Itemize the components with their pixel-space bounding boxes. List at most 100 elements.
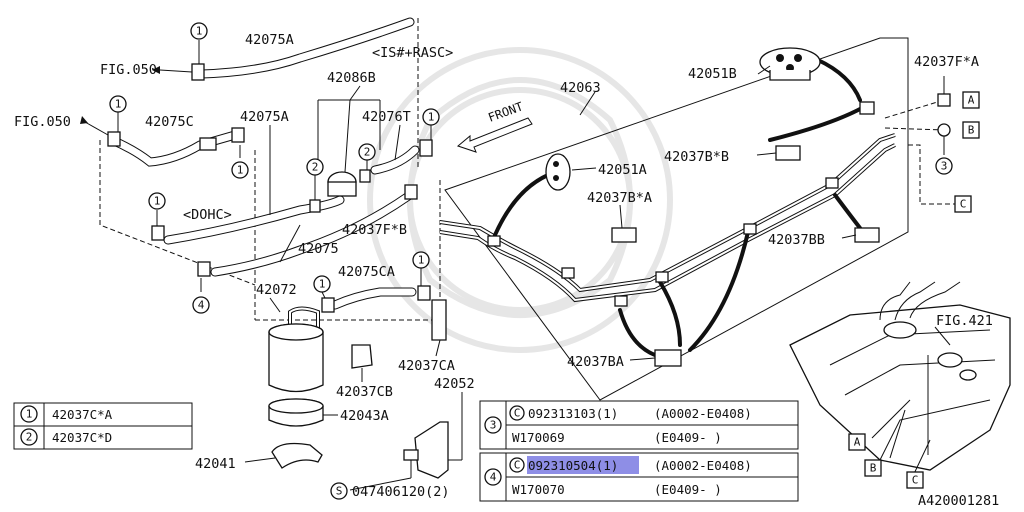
clamp [191,63,205,81]
label-is-rasc: <IS#+RASC> [372,45,453,61]
marker-1: 1 [115,98,122,111]
table-range: (A0002-E0408) [654,406,752,421]
fuel-tank-illustration [789,281,1011,479]
clip [825,177,839,189]
bracket-42052 [414,421,449,479]
clamp [359,169,371,183]
circle-markers: 1 1 1 1 4 2 2 1 1 1 3 S 047406120(2) [109,22,953,500]
clamp [417,285,431,301]
label-42075C[interactable]: 42075C [145,114,194,130]
label-fig050-left[interactable]: FIG.050 [14,114,71,130]
purge-valve-body [327,181,357,197]
label-42037FB[interactable]: 42037F*B [342,222,407,238]
box-letter-b: B [968,124,975,137]
marker-2: 2 [364,146,371,159]
label-42037CA[interactable]: 42037CA [398,358,455,374]
clamp [419,139,433,157]
front-arrow [456,117,533,153]
clamp [231,127,245,143]
clip [655,271,669,283]
marker-1: 1 [428,111,435,124]
table-code[interactable]: W170070 [512,482,565,497]
fuel-tank [789,304,1011,471]
table-prefix-c: C [514,459,521,472]
selection-highlight [527,456,639,474]
clip-42037BstarA [611,227,637,243]
clip-42037BstarB [775,145,801,161]
marker-2: 2 [312,161,319,174]
legend-part-1[interactable]: 42037C*A [52,407,113,422]
table-range: (E0409- ) [654,482,722,497]
filter-band [271,442,323,469]
clamp [197,261,211,277]
left-leader-lines [80,40,463,491]
clamp [151,225,165,241]
label-42075[interactable]: 42075 [298,241,339,257]
label-bolt[interactable]: 047406120(2) [352,484,450,500]
label-42037FstarA[interactable]: 42037F*A [914,54,979,70]
label-fig421[interactable]: FIG.421 [936,313,993,329]
label-42037BstarB[interactable]: 42037B*B [664,149,729,165]
label-42051A[interactable]: 42051A [598,162,647,178]
legend-part-2[interactable]: 42037C*D [52,430,112,445]
marker-1: 1 [154,195,161,208]
clamp-legend-table: 1 42037C*A 2 42037C*D [13,402,193,450]
clamp [937,123,951,137]
box-letter-c: C [960,198,967,211]
table-range: (E0409- ) [654,430,722,445]
label-42037BB[interactable]: 42037BB [768,232,825,248]
clip [614,295,628,307]
grommet-42051A [545,153,571,191]
legend-num-2: 2 [26,431,33,444]
part-number-table: 3 C 092313103(1) (A0002-E0408) W170069 (… [479,400,799,502]
tank-line-assembly [439,37,955,401]
label-42076T[interactable]: 42076T [362,109,411,125]
marker-1: 1 [418,254,425,267]
label-42037BstarA[interactable]: 42037B*A [587,190,652,206]
label-42043A[interactable]: 42043A [340,408,389,424]
label-42075A-top[interactable]: 42075A [245,32,294,48]
label-42072[interactable]: 42072 [256,282,297,298]
table-code[interactable]: W170069 [512,430,565,445]
fuel-filter-body [268,332,324,393]
marker-3: 3 [941,160,948,173]
box-letter-c: C [912,474,919,487]
legend-num-1: 1 [26,408,33,421]
label-42051B[interactable]: 42051B [688,66,737,82]
clamp [404,184,418,200]
table-code[interactable]: 092313103(1) [528,406,618,421]
clamp [107,131,121,147]
table-code-selected[interactable]: 092310504(1) [528,458,618,473]
label-42075CA[interactable]: 42075CA [338,264,395,280]
box-letter-a: A [968,94,975,107]
left-hose-assembly [99,17,449,479]
clamp-42037FstarA [937,93,951,107]
label-42041[interactable]: 42041 [195,456,236,472]
clip-42037BA [654,349,682,367]
connector [199,137,217,151]
bolt [403,449,419,461]
marker-1: 1 [196,25,203,38]
table-num-4: 4 [490,471,497,484]
table-range: (A0002-E0408) [654,458,752,473]
clip-42037BB [854,227,880,243]
label-42037CB[interactable]: 42037CB [336,384,393,400]
label-42052[interactable]: 42052 [434,376,475,392]
boxed-reference-letters: A B C A B C [848,91,980,489]
clip [743,223,757,235]
label-42063[interactable]: 42063 [560,80,601,96]
clamp [309,199,321,213]
clip [561,267,575,279]
label-42086B[interactable]: 42086B [327,70,376,86]
table-prefix-c: C [514,407,521,420]
label-42037BA[interactable]: 42037BA [567,354,624,370]
marker-4: 4 [198,299,205,312]
label-42075A-mid[interactable]: 42075A [240,109,289,125]
bracket-42037CB [351,344,373,369]
clamp [321,297,335,313]
label-fig050-top[interactable]: FIG.050 [100,62,157,78]
table-num-3: 3 [490,419,497,432]
marker-1: 1 [319,278,326,291]
